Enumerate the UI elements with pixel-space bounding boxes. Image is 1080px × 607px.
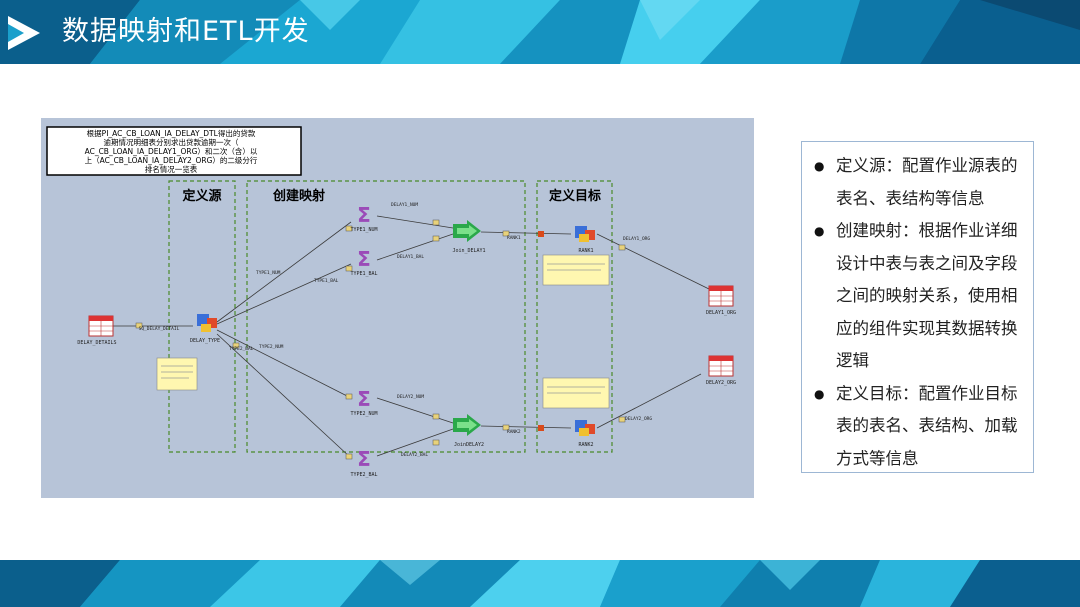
explanation-item-mapping: ● 创建映射：根据作业详细设计中表与表之间及字段之间的映射关系，使用相应的组件实… bbox=[802, 215, 1033, 378]
target-table-label-2: DELAY2_ORG bbox=[706, 380, 736, 386]
description-line-1: 根据PI_AC_CB_LOAN_IA_DELAY_DTL得出的贷款 bbox=[87, 128, 256, 138]
footer-band bbox=[0, 560, 1080, 607]
svg-text:Σ: Σ bbox=[357, 447, 371, 471]
zone-target-label: 定义目标 bbox=[548, 188, 601, 204]
header-background bbox=[0, 0, 1080, 64]
edge-label-type2-bal: TYPE2_BAL bbox=[229, 346, 254, 352]
source-table-label: DELAY_DETAILS bbox=[77, 340, 116, 346]
explanation-text-source: 定义源：配置作业源表的表名、表结构等信息 bbox=[836, 156, 1018, 208]
bullet-icon: ● bbox=[814, 224, 825, 238]
description-line-5: 排名情况一览表 bbox=[145, 164, 198, 174]
note-box-2 bbox=[542, 254, 610, 286]
bullet-icon: ● bbox=[814, 159, 825, 173]
target-table-icon-2 bbox=[708, 355, 734, 377]
rank-label-1: RANK1 bbox=[578, 248, 593, 254]
logo-icon bbox=[8, 16, 40, 50]
explanation-item-source: ● 定义源：配置作业源表的表名、表结构等信息 bbox=[802, 150, 1033, 215]
explanation-list: ● 定义源：配置作业源表的表名、表结构等信息 ● 创建映射：根据作业详细设计中表… bbox=[802, 142, 1033, 475]
aggregator-icon-1: Σ bbox=[353, 203, 375, 227]
explanation-text-mapping: 创建映射：根据作业详细设计中表与表之间及字段之间的映射关系，使用相应的组件实现其… bbox=[836, 221, 1018, 370]
target-table-icon-1 bbox=[708, 285, 734, 307]
aggregator-icon-4: Σ bbox=[357, 447, 371, 471]
zone-target bbox=[536, 180, 613, 453]
explanation-text-target: 定义目标：配置作业目标表的表名、表结构、加载方式等信息 bbox=[836, 383, 1018, 468]
source-table-icon bbox=[88, 315, 114, 337]
explanation-panel: ● 定义源：配置作业源表的表名、表结构等信息 ● 创建映射：根据作业详细设计中表… bbox=[801, 141, 1034, 473]
slide-title: 数据映射和ETL开发 bbox=[62, 16, 310, 47]
aggregator-label-2: TYPE1_BAL bbox=[350, 271, 377, 277]
edge-label-tgt1: DELAY1_ORG bbox=[623, 236, 650, 242]
svg-text:Σ: Σ bbox=[357, 387, 371, 411]
edge-label-type1-num: TYPE1_NUM bbox=[256, 270, 281, 276]
svg-text:Σ: Σ bbox=[357, 247, 371, 271]
note-box-1 bbox=[156, 357, 198, 391]
edge-label-rank1: RANK1 bbox=[507, 235, 521, 241]
mapping-canvas: 根据PI_AC_CB_LOAN_IA_DELAY_DTL得出的贷款 逾期情况明细… bbox=[46, 126, 736, 478]
target-table-label-1: DELAY1_ORG bbox=[706, 310, 736, 316]
edge-label-rank2: RANK2 bbox=[507, 429, 521, 435]
aggregator-label-3: TYPE2_NUM bbox=[350, 411, 377, 417]
edge-label-delay2-num: DELAY2_NUM bbox=[397, 394, 424, 400]
joiner-icon-1 bbox=[453, 220, 481, 242]
joiner-label-2: JoinDELAY2 bbox=[454, 442, 484, 448]
port-markers bbox=[135, 219, 626, 460]
edge-label-delay1-num: DELAY1_NUM bbox=[391, 202, 418, 208]
description-box: 根据PI_AC_CB_LOAN_IA_DELAY_DTL得出的贷款 逾期情况明细… bbox=[46, 126, 302, 176]
description-line-3: AC_CB_LOAN_IA_DELAY1_ORG）和二次（含）以 bbox=[85, 146, 258, 156]
joiner-icon-2 bbox=[453, 414, 481, 436]
joiner-label-1: Join_DELAY1 bbox=[452, 248, 485, 254]
rank-icon-1 bbox=[575, 226, 595, 242]
aggregator-label-1: TYPE1_NUM bbox=[350, 227, 377, 233]
rank-icon-2 bbox=[575, 420, 595, 436]
zone-source-label: 定义源 bbox=[181, 188, 221, 204]
router-label: DELAY_TYPE bbox=[190, 338, 220, 344]
footer-background bbox=[0, 560, 1080, 607]
router-icon bbox=[197, 314, 217, 332]
header-band: 数据映射和ETL开发 bbox=[0, 0, 1080, 64]
connector-lines bbox=[113, 215, 712, 459]
source-qualifier-label: SQ_DELAY_DETAIL bbox=[139, 326, 180, 332]
aggregator-icon-2: Σ bbox=[357, 247, 371, 271]
edge-label-delay1-bal: DELAY1_BAL bbox=[397, 254, 424, 260]
edge-label-delay2-bal: DELAY2_BAL bbox=[401, 452, 428, 458]
edge-label-type1-bal: TYPE1_BAL bbox=[314, 278, 339, 284]
aggregator-icon-3: Σ bbox=[357, 387, 371, 411]
edge-label-tgt2: DELAY2_ORG bbox=[625, 416, 652, 422]
bullet-icon: ● bbox=[814, 386, 825, 401]
description-line-2: 逾期情况明细表分别求出贷款逾期一次（ bbox=[104, 137, 239, 147]
etl-mapping-diagram: 根据PI_AC_CB_LOAN_IA_DELAY_DTL得出的贷款 逾期情况明细… bbox=[41, 118, 754, 498]
zone-mapping-label: 创建映射 bbox=[272, 188, 325, 204]
explanation-item-target: ● 定义目标：配置作业目标表的表名、表结构、加载方式等信息 bbox=[802, 378, 1033, 476]
description-line-4: 上（AC_CB_LOAN_IA_DELAY2_ORG）的二级分行 bbox=[85, 155, 258, 165]
edge-label-type2-num: TYPE2_NUM bbox=[259, 344, 284, 350]
rank-label-2: RANK2 bbox=[578, 442, 593, 448]
note-box-3 bbox=[542, 377, 610, 409]
aggregator-label-4: TYPE2_BAL bbox=[350, 472, 377, 478]
zone-mapping bbox=[246, 180, 526, 453]
svg-text:Σ: Σ bbox=[357, 203, 371, 227]
target-port-markers bbox=[538, 231, 544, 431]
